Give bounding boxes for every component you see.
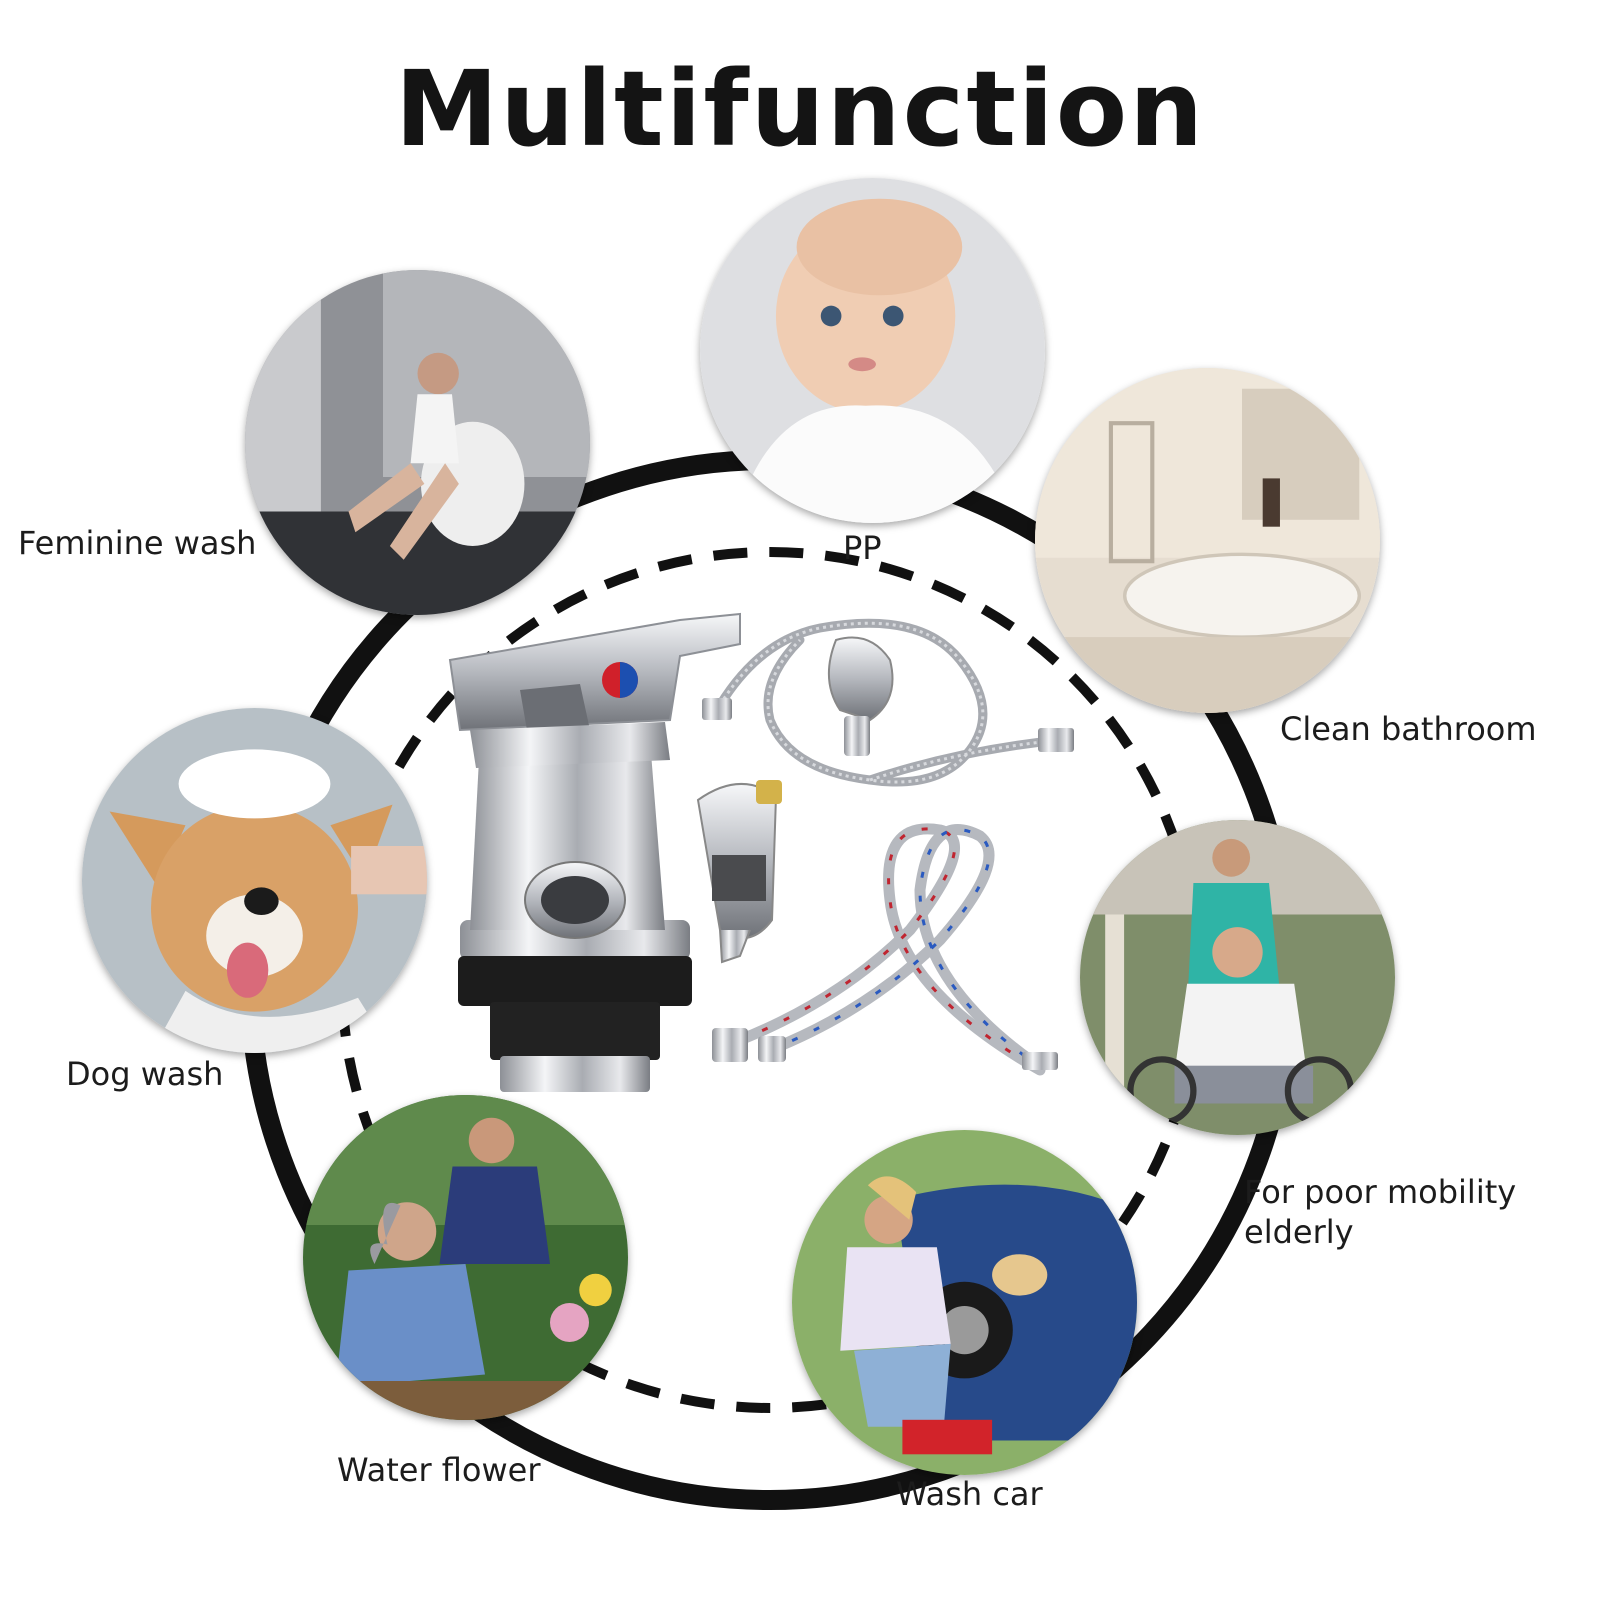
feminine-wash-photo (245, 270, 590, 615)
pp-baby-photo (700, 178, 1045, 523)
shower-holder (696, 780, 782, 964)
pp-label: PP (843, 529, 882, 567)
hose-nut-left (702, 698, 732, 720)
water-flower-label: Water flower (337, 1451, 541, 1489)
braided-hoses (734, 823, 1046, 1076)
elderly-label: For poor mobility elderly (1244, 1173, 1517, 1251)
clean-bathroom-photo (1035, 368, 1380, 713)
shower-hose-pattern (718, 621, 1061, 784)
dog-wash-label: Dog wash (66, 1055, 224, 1093)
braided-hoses-stripes (739, 827, 1041, 1072)
shower-hose (715, 618, 1065, 787)
dog-wash-photo (82, 708, 427, 1053)
hose-nut-right (1038, 728, 1074, 752)
page-title: Multifunction (394, 48, 1206, 170)
braided-hose-nut-2 (758, 1036, 786, 1062)
water-flower-photo (303, 1095, 628, 1420)
braided-hose-nut (712, 1028, 748, 1062)
clean-bathroom-label: Clean bathroom (1280, 710, 1537, 748)
wash-car-photo (792, 1130, 1137, 1475)
bidet-mixer-kit-image (440, 600, 1080, 1100)
wash-car-label: Wash car (896, 1475, 1043, 1513)
mixer-valve (448, 612, 741, 1092)
hand-shower-head (827, 636, 894, 756)
feminine-wash-label: Feminine wash (18, 524, 257, 562)
braided-hose-end (1022, 1052, 1058, 1070)
elderly-mobility-photo (1080, 820, 1395, 1135)
